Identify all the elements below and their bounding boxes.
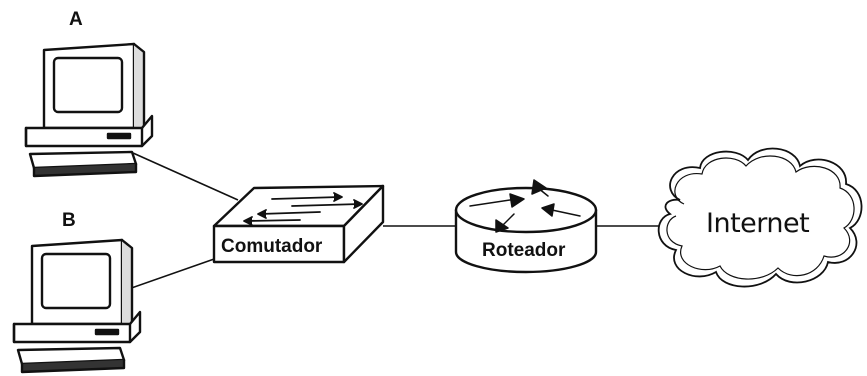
connections bbox=[119, 152, 664, 293]
router-icon bbox=[454, 179, 598, 274]
router-label: Roteador bbox=[482, 240, 566, 261]
computer-a-label: A bbox=[69, 9, 83, 30]
computer-a-icon bbox=[24, 42, 154, 178]
link-b-switch bbox=[119, 257, 218, 293]
internet-cloud-icon bbox=[657, 147, 863, 288]
computer-b-label: B bbox=[62, 210, 76, 231]
switch-icon bbox=[212, 184, 385, 264]
link-a-switch bbox=[132, 152, 239, 201]
computer-b-icon bbox=[12, 238, 142, 374]
switch-label: Comutador bbox=[221, 236, 323, 257]
internet-label: Internet bbox=[706, 208, 809, 239]
